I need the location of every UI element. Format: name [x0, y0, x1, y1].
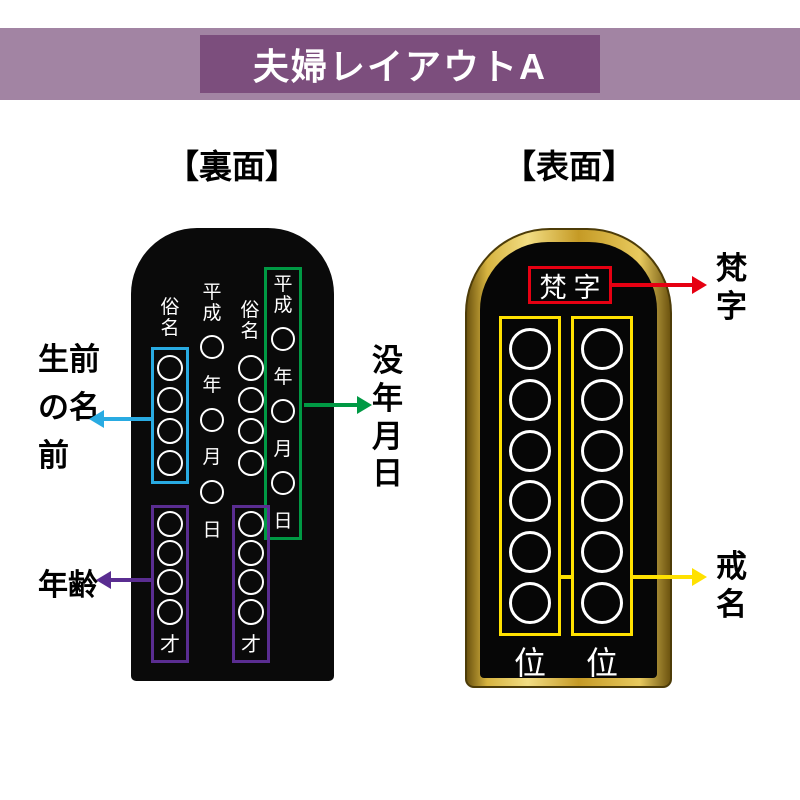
arrowhead-right-icon [357, 396, 372, 414]
character-placeholder-circle [581, 378, 623, 421]
character-placeholder-circle [200, 480, 224, 505]
death-date-highlight-box: 平成 年 月 日 [264, 267, 302, 540]
arrow-line [104, 417, 151, 421]
rank-char-right: 位 [585, 644, 618, 682]
character-placeholder-circle [157, 598, 183, 625]
character-placeholder-circle [238, 449, 264, 476]
character-placeholder-circle [238, 598, 264, 625]
character-placeholder-circle [157, 418, 183, 445]
death-date-annotation: 没年月日 [372, 343, 403, 492]
day-char: 日 [202, 518, 222, 541]
common-name-header-2: 俗名 [240, 299, 260, 343]
character-placeholder-circle [157, 511, 183, 538]
character-placeholder-circle [157, 449, 183, 476]
character-placeholder-circle [581, 327, 623, 370]
month-char: 月 [202, 446, 222, 469]
era-label: 平成 [273, 273, 293, 317]
character-placeholder-circle [271, 327, 295, 352]
page-title: 夫婦レイアウトA [253, 46, 547, 87]
year-char: 年 [273, 365, 293, 388]
common-name-header-1: 俗名 [160, 296, 180, 340]
age-suffix-char: 才 [241, 631, 261, 656]
banner-title-box: 夫婦レイアウトA [200, 35, 600, 93]
character-placeholder-circle [238, 386, 264, 413]
character-placeholder-circle [581, 582, 623, 625]
given-name-annotation: 生前の名前 [38, 342, 100, 474]
character-placeholder-circle [509, 429, 551, 472]
kaimyo-highlight-box-right [571, 316, 633, 636]
character-placeholder-circle [157, 540, 183, 567]
kaimyo-highlight-box-left [499, 316, 561, 636]
character-placeholder-circle [200, 407, 224, 432]
character-placeholder-circle [238, 418, 264, 445]
month-char: 月 [273, 437, 293, 460]
death-date-column-1: 平成 年 月 日 [195, 278, 229, 546]
bonji-annotation: 梵字 [716, 251, 747, 324]
character-placeholder-circle [509, 531, 551, 574]
character-placeholder-circle [509, 480, 551, 523]
character-placeholder-circle [238, 540, 264, 567]
character-placeholder-circle [581, 480, 623, 523]
arrowhead-left-icon [89, 410, 104, 428]
banner-band: 夫婦レイアウトA [0, 28, 800, 100]
character-placeholder-circle [200, 335, 224, 360]
arrowhead-right-icon [692, 568, 707, 586]
character-placeholder-circle [509, 327, 551, 370]
age-highlight-box-1: 才 [151, 505, 189, 663]
character-placeholder-circle [271, 399, 295, 424]
arrow-line [111, 578, 151, 582]
age-annotation: 年齢 [38, 569, 98, 602]
character-placeholder-circle [238, 569, 264, 596]
bonji-text: 梵字 [539, 272, 608, 304]
kaimyo-connector-line [561, 575, 571, 579]
arrowhead-left-icon [96, 571, 111, 589]
year-char: 年 [202, 374, 222, 396]
arrowhead-right-icon [692, 276, 707, 294]
era-label: 平成 [202, 281, 222, 325]
kaimyo-annotation: 戒名 [716, 549, 747, 622]
age-highlight-box-2: 才 [232, 505, 270, 663]
rank-char-left: 位 [513, 644, 546, 682]
character-placeholder-circle [509, 582, 551, 625]
given-name-highlight-box [151, 347, 189, 484]
front-side-heading: 【表面】 [503, 148, 635, 185]
character-placeholder-circle [238, 511, 264, 538]
character-placeholder-circle [581, 429, 623, 472]
character-placeholder-circle [157, 569, 183, 596]
character-placeholder-circle [509, 378, 551, 421]
character-placeholder-circle [271, 471, 295, 496]
day-char: 日 [273, 510, 293, 532]
bonji-highlight-box: 梵字 [528, 266, 612, 304]
character-placeholder-circle [157, 355, 183, 382]
character-placeholder-circle [157, 386, 183, 413]
back-side-heading: 【裏面】 [166, 148, 298, 185]
character-placeholder-circle [238, 355, 264, 382]
arrow-line [633, 575, 692, 579]
character-placeholder-circle [581, 531, 623, 574]
arrow-line [304, 403, 357, 407]
given-name-circles-2 [235, 350, 267, 481]
age-suffix-char: 才 [160, 631, 180, 656]
arrow-line [612, 283, 692, 287]
